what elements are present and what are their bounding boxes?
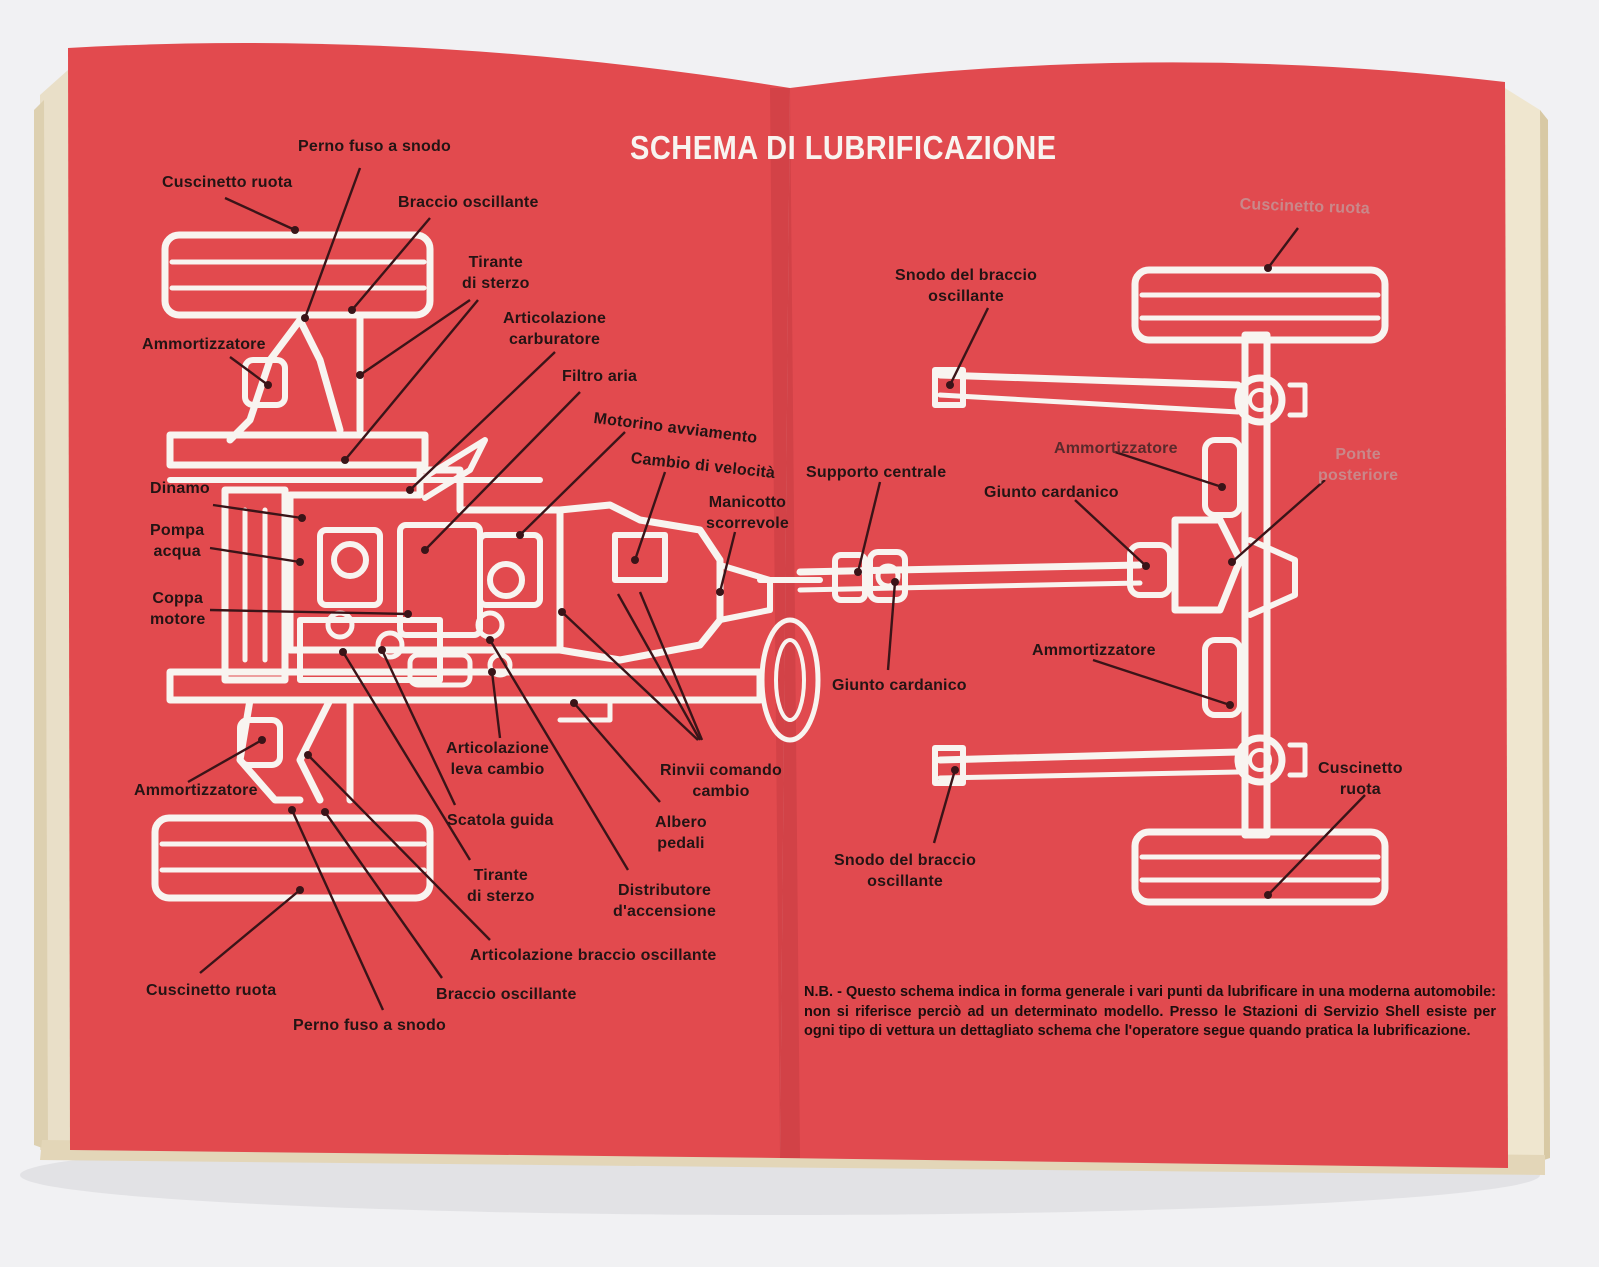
label-perno-fuso-bottom: Perno fuso a snodo (293, 1017, 446, 1034)
label-cuscinetto-ruota-rear-top: Cuscinetto ruota (1239, 195, 1371, 218)
page-title: SCHEMA DI LUBRIFICAZIONE (630, 130, 1057, 167)
label-scatola-guida: Scatola guida (447, 812, 554, 829)
label-cuscinetto-ruota-bottom: Cuscinetto ruota (146, 982, 277, 999)
label-braccio-oscillante-bottom: Braccio oscillante (436, 986, 577, 1003)
label-giunto-cardanico-bottom: Giunto cardanico (832, 677, 967, 694)
label-ammortizzatore-rear-top: Ammortizzatore (1054, 440, 1178, 457)
label-filtro-aria: Filtro aria (562, 368, 638, 385)
label-supporto-centrale: Supporto centrale (806, 464, 947, 481)
label-ammortizzatore-rear-bottom: Ammortizzatore (1032, 642, 1156, 659)
label-cuscinetto-ruota-top: Cuscinetto ruota (162, 174, 293, 191)
label-articolazione-braccio-oscillante: Articolazione braccio oscillante (470, 947, 717, 964)
label-perno-fuso-top: Perno fuso a snodo (298, 138, 451, 155)
label-dinamo: Dinamo (150, 480, 210, 497)
label-braccio-oscillante-top: Braccio oscillante (398, 194, 539, 211)
footnote: N.B. - Questo schema indica in forma gen… (804, 984, 1496, 1039)
label-ammortizzatore-front-top: Ammortizzatore (142, 336, 266, 353)
label-giunto-cardanico-top: Giunto cardanico (984, 484, 1119, 501)
label-ammortizzatore-front-bottom: Ammortizzatore (134, 782, 258, 799)
